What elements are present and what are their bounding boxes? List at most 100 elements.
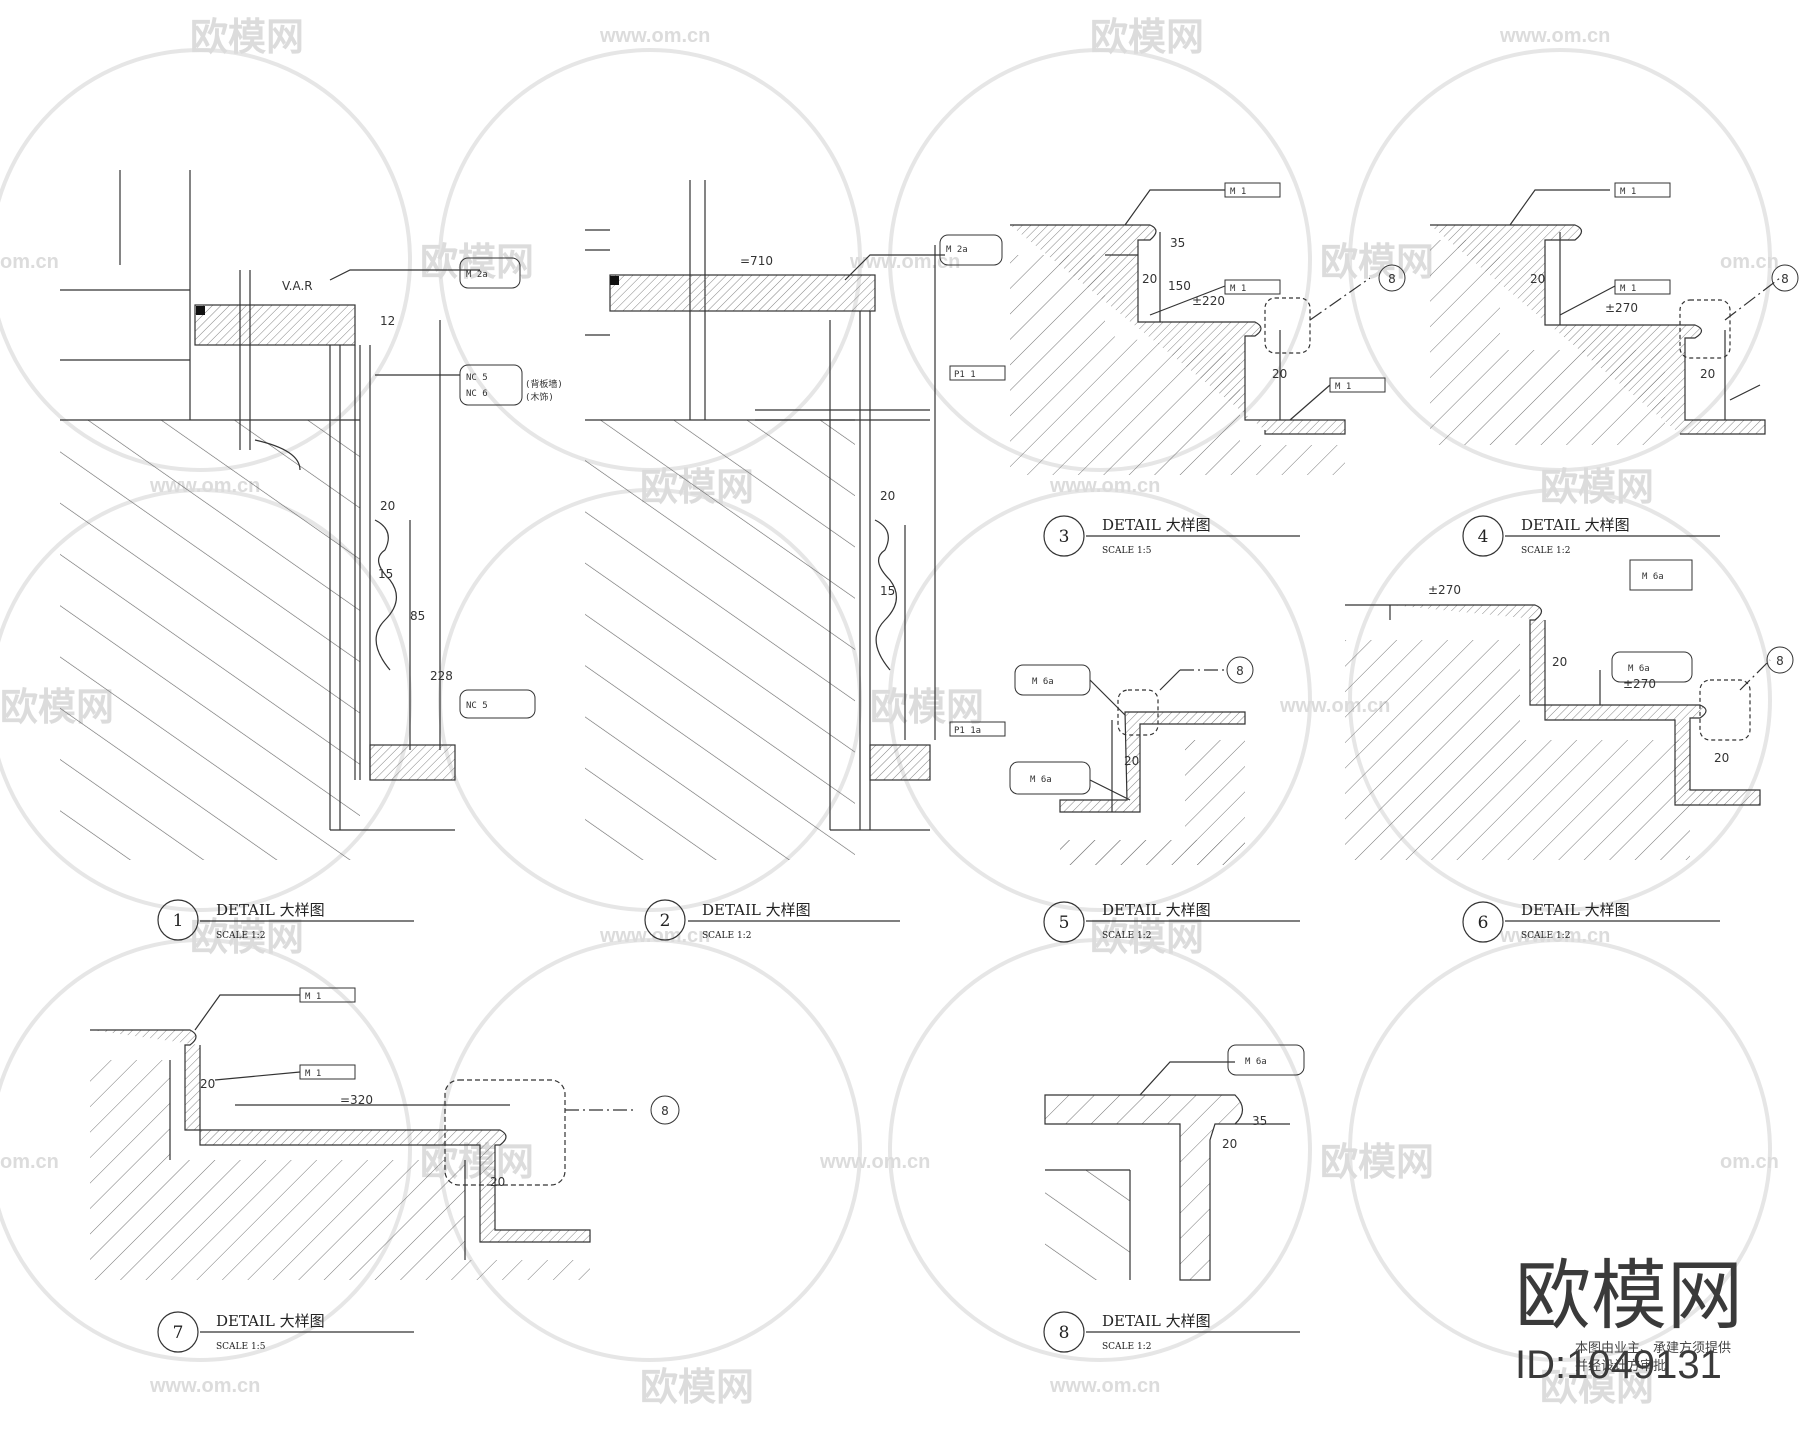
detail-number-bubble (157, 1311, 199, 1353)
tag-cloud (459, 689, 536, 719)
watermark-site: www.om.cn (599, 25, 710, 47)
detail-number-bubble (1043, 901, 1085, 943)
dim-label: 12 (380, 314, 395, 328)
detail-6-title: 6 DETAIL 大样图 SCALE 1:2 (1462, 901, 1720, 943)
dim-label: 228 (430, 669, 453, 683)
detail-number: 7 (173, 1323, 184, 1343)
tag-box (1614, 182, 1671, 198)
detail-number: 1 (173, 911, 184, 931)
tag-label: M 1 (305, 992, 321, 1002)
tag-cloud (1009, 761, 1091, 795)
detail-number-bubble (644, 899, 686, 941)
dim-label: 15 (378, 567, 393, 581)
detail-8-title: 8 DETAIL 大样图 SCALE 1:2 (1043, 1311, 1300, 1353)
detail-8-drawing (1044, 1061, 1290, 1281)
tag-label: M 6a (1245, 1057, 1267, 1067)
callout-ref: 8 (1236, 664, 1244, 678)
dim-label: 20 (1530, 272, 1545, 286)
watermark-brand: 欧模网 (420, 242, 534, 284)
brand-logo: 欧模网 (1515, 1254, 1743, 1339)
detail-3-title: 3 DETAIL 大样图 SCALE 1:5 (1043, 515, 1300, 557)
callout-ref: 8 (1388, 272, 1396, 286)
callout-bubble (1226, 656, 1254, 684)
detail-5-drawing (1059, 669, 1246, 865)
tag-box (1614, 279, 1671, 295)
detail-7-title: 7 DETAIL 大样图 SCALE 1:5 (157, 1311, 414, 1353)
detail-scale: SCALE 1:2 (702, 931, 751, 941)
watermark-brand: 欧模网 (1090, 17, 1204, 59)
tag-label: NC 5 (466, 701, 488, 711)
detail-title: DETAIL 大样图 (1102, 901, 1211, 919)
watermark-side: om.cn (0, 251, 59, 273)
tag-note: (木饰) (525, 391, 554, 403)
watermark-site: www.om.cn (1049, 475, 1160, 497)
detail-title: DETAIL 大样图 (1521, 901, 1630, 919)
detail-5-title: 5 DETAIL 大样图 SCALE 1:2 (1043, 901, 1300, 943)
brand-id: ID:1049131 (1515, 1343, 1722, 1387)
dim-label: 20 (380, 499, 395, 513)
detail-number: 8 (1059, 1323, 1070, 1343)
detail-number-bubble (1462, 515, 1504, 557)
detail-4-title: 4 DETAIL 大样图 SCALE 1:2 (1462, 515, 1720, 557)
detail-3-annotations: M 1 M 1 M 1 8 20 ±220 20 35 150 (1142, 182, 1406, 393)
tag-box (1224, 279, 1281, 295)
detail-4-annotations: M 1 M 1 8 20 ±270 20 (1530, 182, 1799, 381)
brand-block: 欧模网 本图由业主、承建方须提供 并经设计方审批 ID:1049131 (1515, 1254, 1743, 1387)
tag-cloud (939, 234, 1003, 266)
watermark-brand: 欧模网 (1540, 1367, 1654, 1409)
tag-box (299, 987, 356, 1003)
tag-label: P1 1 (954, 370, 976, 380)
tag-label: M 2a (466, 270, 488, 280)
tag-label: M 6a (1032, 677, 1054, 687)
detail-1-title: 1 DETAIL 大样图 SCALE 1:2 (157, 899, 414, 941)
detail-number: 6 (1478, 913, 1489, 933)
detail-scale: SCALE 1:2 (1102, 1342, 1151, 1352)
dim-label: 20 (1552, 655, 1567, 669)
watermark-site: www.om.cn (1049, 1375, 1160, 1397)
detail-number-bubble (1043, 515, 1085, 557)
watermark-side: om.cn (0, 1151, 59, 1173)
tag-label: M 1 (1620, 284, 1636, 294)
callout-ref: 8 (1776, 654, 1784, 668)
watermark-site: www.om.cn (849, 251, 960, 273)
tag-label: NC 5 (466, 373, 488, 383)
watermark-site: www.om.cn (149, 1375, 260, 1397)
callout-bubble (650, 1095, 680, 1125)
detail-number: 2 (660, 911, 671, 931)
tag-label: M 1 (1230, 284, 1246, 294)
watermark-brand: 欧模网 (1090, 917, 1204, 959)
tag-label: P1 1a (954, 726, 981, 736)
detail-7-drawing (90, 994, 635, 1280)
detail-7-annotations: M 1 M 1 8 20 =320 20 (200, 987, 680, 1189)
dim-label: 20 (880, 489, 895, 503)
callout-ref: 8 (1781, 272, 1789, 286)
tag-cloud (459, 257, 521, 289)
detail-1-annotations: M 2a NC 5 NC 6 (背板墙) (木饰) NC 5 V.A.R 20 … (282, 257, 563, 719)
detail-number: 4 (1478, 527, 1489, 547)
watermark-side: om.cn (1720, 251, 1779, 273)
dim-label: 35 (1252, 1114, 1267, 1128)
tag-label: NC 6 (466, 389, 488, 399)
tag-box (1224, 182, 1281, 198)
dim-label: 20 (490, 1175, 505, 1189)
brand-note: 本图由业主、承建方须提供 (1575, 1340, 1731, 1356)
watermark-brand: 欧模网 (640, 1367, 754, 1409)
detail-6-annotations: M 6a M 6a 8 ±270 ±270 20 20 (1428, 559, 1794, 765)
dim-label: 35 (1170, 236, 1185, 250)
dim-label: 20 (1272, 367, 1287, 381)
dim-label: 20 (1700, 367, 1715, 381)
dim-label: 20 (1142, 272, 1157, 286)
dim-label: ±270 (1605, 301, 1638, 315)
detail-2-annotations: M 2a P1 1 P1 1a =710 20 15 (740, 234, 1006, 737)
dim-label: =710 (740, 254, 773, 268)
callout-bubble (1766, 646, 1794, 674)
dim-label: 15 (880, 584, 895, 598)
detail-scale: SCALE 1:5 (1102, 546, 1152, 556)
watermark-site: www.om.cn (819, 1151, 930, 1173)
tag-box (949, 365, 1006, 381)
detail-8-annotations: M 6a 35 20 (1222, 1044, 1305, 1151)
watermark-side: om.cn (1720, 1151, 1779, 1173)
dim-label: ±270 (1428, 583, 1461, 597)
detail-2-title: 2 DETAIL 大样图 SCALE 1:2 (644, 899, 900, 941)
